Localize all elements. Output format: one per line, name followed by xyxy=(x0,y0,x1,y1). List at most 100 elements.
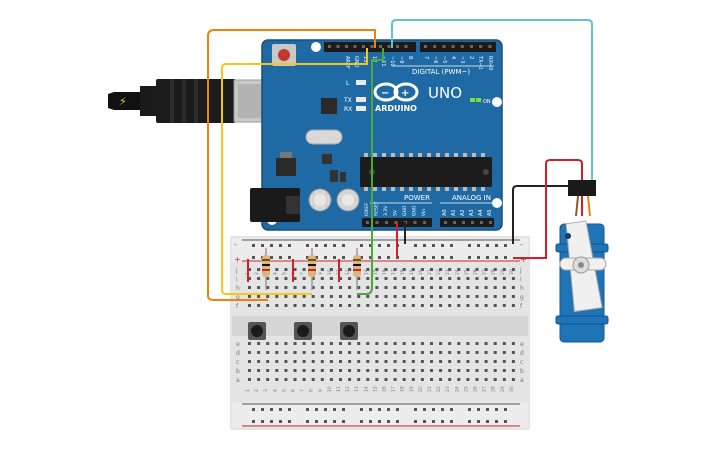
top-pin-label: ~5 xyxy=(441,56,447,63)
row-letter: g xyxy=(236,294,240,301)
analog-pin-label: A3 xyxy=(469,209,475,216)
header-pin[interactable] xyxy=(345,45,348,48)
top-pin-label: 8 xyxy=(407,56,413,59)
power-label: POWER xyxy=(404,194,430,202)
header-pin[interactable] xyxy=(328,45,331,48)
row-letter: h xyxy=(520,285,524,292)
header-pin[interactable] xyxy=(370,45,374,48)
resistor-3 xyxy=(353,248,361,290)
top-pin-label: TX→1 xyxy=(477,55,483,70)
power-pin-label: 3.3V xyxy=(383,205,389,216)
column-number: 30 xyxy=(509,386,515,392)
column-number: 9 xyxy=(318,389,324,392)
row-letter: g xyxy=(520,294,524,301)
top-pin-label: 4 xyxy=(450,56,456,59)
led-tx-label: TX xyxy=(343,97,352,104)
column-number: 9 xyxy=(318,272,324,275)
row-letter: b xyxy=(520,368,524,375)
header-pin[interactable] xyxy=(396,45,399,48)
column-number: 19 xyxy=(409,386,415,392)
digital-label: DIGITAL (PWM~) xyxy=(412,68,470,76)
wire-green xyxy=(357,48,384,295)
row-letter: f xyxy=(520,303,523,310)
top-pin-label: 13 xyxy=(362,56,368,62)
header-pin[interactable] xyxy=(424,45,427,48)
row-letter: j xyxy=(519,267,522,274)
header-pin[interactable] xyxy=(404,45,408,48)
arduino-infinity-logo-icon: − + xyxy=(373,82,419,102)
wire-cyan xyxy=(391,19,593,182)
header-pin[interactable] xyxy=(379,45,382,48)
row-letter: d xyxy=(236,350,240,357)
column-number: 18 xyxy=(400,269,406,275)
column-number: 14 xyxy=(363,386,369,392)
servo-motor xyxy=(555,180,609,343)
column-number: 3 xyxy=(263,389,269,392)
column-number: 1 xyxy=(245,389,251,392)
column-number: 29 xyxy=(500,386,506,392)
header-pin[interactable] xyxy=(362,45,365,48)
svg-text:−: − xyxy=(381,88,389,99)
column-number: 7 xyxy=(300,389,306,392)
push-button-3[interactable] xyxy=(340,322,358,340)
column-number: 17 xyxy=(391,269,397,275)
header-pin[interactable] xyxy=(336,45,340,48)
column-number: 20 xyxy=(418,386,424,392)
led-l-label: L xyxy=(346,80,350,87)
column-number: 5 xyxy=(281,272,287,275)
column-number: 14 xyxy=(363,269,369,275)
column-number: 4 xyxy=(272,389,278,392)
header-pin[interactable] xyxy=(451,45,455,48)
column-number: 30 xyxy=(509,269,515,275)
column-number: 22 xyxy=(436,386,442,392)
header-pin[interactable] xyxy=(433,45,437,48)
header-pin[interactable] xyxy=(387,45,391,48)
top-pin-label: GND xyxy=(353,56,359,68)
push-button-1[interactable] xyxy=(248,322,266,340)
rail-plus-label: + xyxy=(234,255,241,264)
power-pin-label: IOREF xyxy=(364,202,370,216)
column-number: 10 xyxy=(327,269,333,275)
column-number: 24 xyxy=(454,269,460,275)
breadboard: - + - + 11223344556677889910101111121213… xyxy=(230,236,530,430)
column-number: 16 xyxy=(382,269,388,275)
column-number: 25 xyxy=(463,269,469,275)
column-number: 13 xyxy=(354,386,360,392)
resistor-1 xyxy=(262,248,270,290)
column-number: 8 xyxy=(309,389,315,392)
brand-label: ARDUINO xyxy=(375,104,417,113)
svg-text:+: + xyxy=(401,88,409,99)
column-number: 5 xyxy=(281,389,287,392)
column-number: 23 xyxy=(445,386,451,392)
analog-pin-label: A2 xyxy=(460,209,466,216)
header-pin[interactable] xyxy=(353,45,357,48)
top-pin-label: 2 xyxy=(468,56,474,59)
column-number: 28 xyxy=(491,386,497,392)
column-number: 7 xyxy=(300,272,306,275)
header-pin[interactable] xyxy=(442,45,446,48)
header-pin[interactable] xyxy=(479,45,483,48)
row-letter: i xyxy=(520,276,522,283)
row-letter: a xyxy=(236,377,240,384)
column-number: 12 xyxy=(345,386,351,392)
column-number: 6 xyxy=(291,389,297,392)
column-number: 26 xyxy=(473,269,479,275)
column-number: 4 xyxy=(272,272,278,275)
top-pin-label: ~10 xyxy=(389,56,395,67)
column-number: 2 xyxy=(254,272,260,275)
column-number: 27 xyxy=(482,386,488,392)
led-rx-label: RX xyxy=(344,106,352,113)
header-pin[interactable] xyxy=(460,45,464,48)
header-pin[interactable] xyxy=(488,45,492,48)
column-number: 21 xyxy=(427,269,433,275)
row-letter: h xyxy=(236,285,240,292)
column-number: 12 xyxy=(345,269,351,275)
usb-symbol-icon: ⚡ xyxy=(119,95,127,108)
header-pin[interactable] xyxy=(470,45,473,48)
push-button-2[interactable] xyxy=(294,322,312,340)
column-number: 11 xyxy=(336,386,342,392)
atmega-chip xyxy=(360,157,492,187)
column-number: 15 xyxy=(372,269,378,275)
